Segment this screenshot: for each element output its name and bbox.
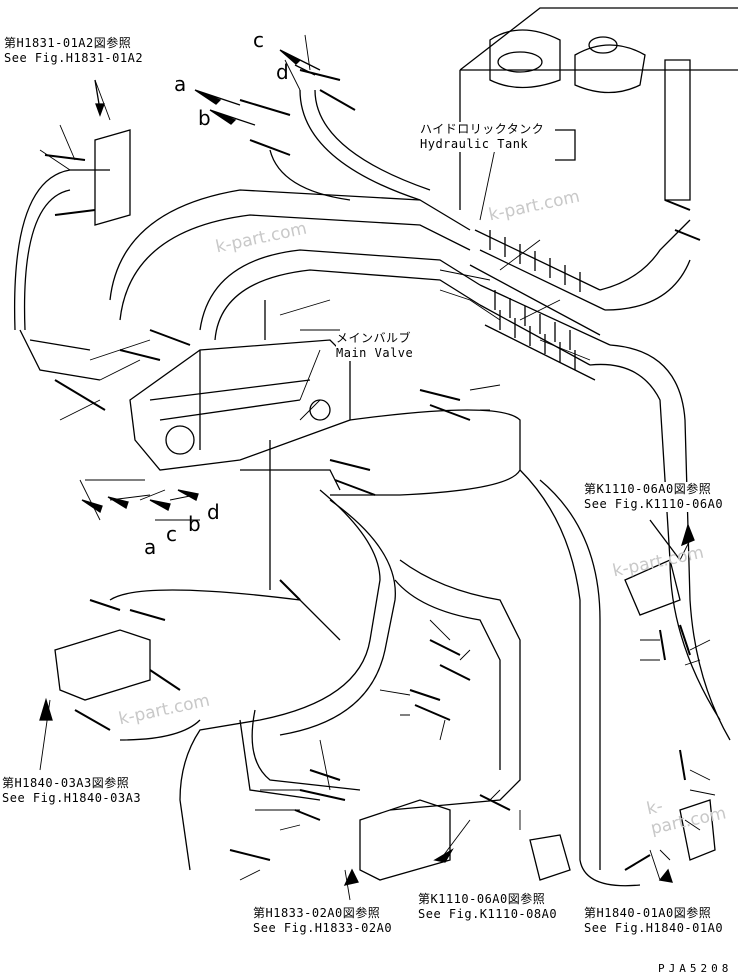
reference-jp: 第H1833-02A0図参照 xyxy=(253,906,381,920)
reference-h1831: 第H1831-01A2図参照 See Fig.H1831-01A2 xyxy=(4,36,143,66)
hydraulic-tank-drawing xyxy=(459,7,738,210)
hydraulic-tank-label: ハイドロリックタンク Hydraulic Tank xyxy=(420,122,545,152)
fittings xyxy=(44,69,716,881)
hose-letter-b: b xyxy=(188,512,201,536)
reference-k1110-08: 第K1110-06A0図参照 See Fig.K1110-08A0 xyxy=(418,892,557,922)
hose-letter-b: b xyxy=(198,106,211,130)
reference-jp: 第H1840-01A0図参照 xyxy=(584,906,712,920)
reference-jp: 第K1110-06A0図参照 xyxy=(584,482,712,496)
hose-letter-d: d xyxy=(207,500,220,524)
drawing-code: PJA5208 xyxy=(658,962,733,975)
spiral-guards xyxy=(469,229,611,381)
hose-letter-c: c xyxy=(253,28,264,52)
reference-jp: 第H1840-03A3図参照 xyxy=(2,776,130,790)
tank-label-en: Hydraulic Tank xyxy=(420,137,529,151)
main-valve-label: メインバルブ Main Valve xyxy=(336,331,414,361)
reference-en: See Fig.H1833-02A0 xyxy=(253,921,393,935)
reference-en: See Fig.H1840-03A3 xyxy=(2,791,142,805)
reference-h1833: 第H1833-02A0図参照 See Fig.H1833-02A0 xyxy=(253,906,392,936)
hose-letter-d: d xyxy=(276,60,289,84)
hose-letter-a: a xyxy=(144,535,157,559)
valve-label-jp: メインバルブ xyxy=(336,331,412,345)
reference-jp: 第H1831-01A2図参照 xyxy=(4,36,132,50)
reference-en: See Fig.K1110-06A0 xyxy=(584,497,724,511)
reference-k1110-06: 第K1110-06A0図参照 See Fig.K1110-06A0 xyxy=(584,482,724,512)
reference-en: See Fig.K1110-08A0 xyxy=(418,907,558,921)
reference-en: See Fig.H1831-01A2 xyxy=(4,51,144,65)
hose-letter-c: c xyxy=(166,522,177,546)
reference-h1840-01: 第H1840-01A0図参照 See Fig.H1840-01A0 xyxy=(584,906,723,936)
reference-jp: 第K1110-06A0図参照 xyxy=(418,892,546,906)
reference-en: See Fig.H1840-01A0 xyxy=(584,921,724,935)
direction-arrows xyxy=(39,49,695,886)
tank-label-jp: ハイドロリックタンク xyxy=(420,122,545,136)
valve-label-en: Main Valve xyxy=(336,346,414,360)
leader-lines xyxy=(39,34,716,901)
main-valve-drawing xyxy=(129,339,351,471)
hose-letter-a: a xyxy=(174,72,187,96)
reference-h1840-03: 第H1840-03A3図参照 See Fig.H1840-03A3 xyxy=(2,776,141,806)
hose-lines xyxy=(13,89,731,887)
